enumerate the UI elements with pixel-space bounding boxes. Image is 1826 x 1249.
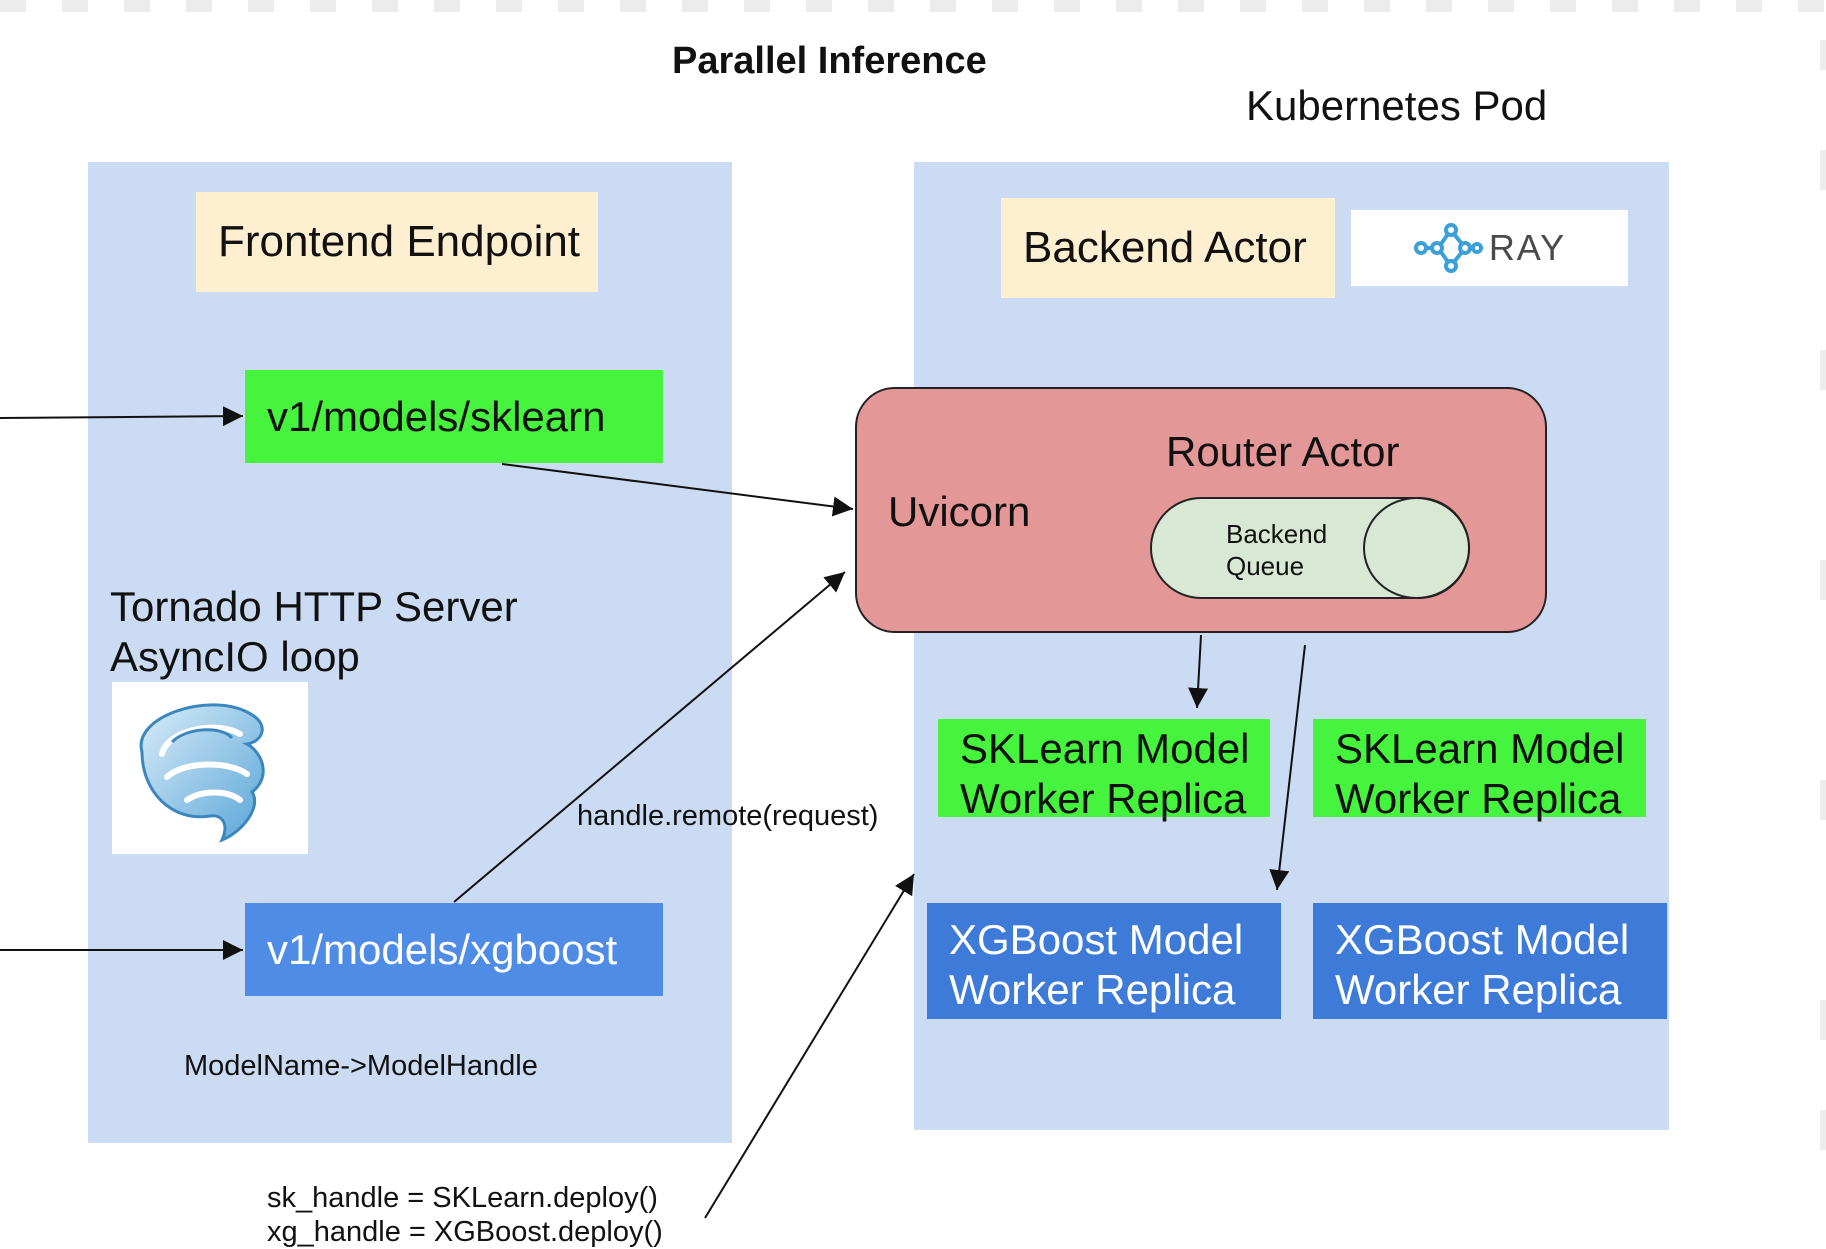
arrow-router-to-sklearn-worker — [1188, 634, 1209, 709]
sk2-line-1: SKLearn Model — [1335, 725, 1625, 772]
frontend-endpoint-header: Frontend Endpoint — [196, 192, 598, 292]
route-sklearn-label: v1/models/sklearn — [267, 392, 606, 440]
xg2-line-2: Worker Replica — [1335, 966, 1622, 1013]
sklearn-worker-2: SKLearn Model Worker Replica — [1313, 719, 1646, 822]
router-actor-title: Router Actor — [1166, 428, 1400, 475]
queue-line-2: Queue — [1226, 551, 1305, 581]
top-dashed-border — [0, 0, 1826, 12]
arrow-router-to-xgboost-worker — [1269, 644, 1306, 891]
route-xgboost: v1/models/xgboost — [245, 903, 663, 996]
kubernetes-pod-label: Kubernetes Pod — [1246, 82, 1548, 129]
arrow-deploy-to-pod — [704, 873, 915, 1219]
arrow-sklearn-to-uvicorn — [501, 463, 854, 517]
ray-icon — [1413, 223, 1483, 273]
deploy-sklearn-code: sk_handle = SKLearn.deploy() — [267, 1182, 658, 1214]
right-edge-mark — [1820, 780, 1826, 820]
uvicorn-label: Uvicorn — [888, 488, 1031, 535]
right-edge-mark — [1820, 40, 1826, 70]
ray-logo-text: RAY — [1488, 227, 1567, 268]
right-edge-mark — [1820, 560, 1826, 600]
tornado-logo — [112, 682, 308, 854]
route-sklearn: v1/models/sklearn — [245, 370, 663, 463]
xg2-line-1: XGBoost Model — [1335, 916, 1630, 963]
right-edge-mark — [1820, 1000, 1826, 1040]
model-mapping-label: ModelName->ModelHandle — [184, 1050, 538, 1082]
tornado-server-label: Tornado HTTP Server AsyncIO loop — [110, 582, 518, 682]
route-xgboost-label: v1/models/xgboost — [267, 925, 618, 973]
tornado-line-1: Tornado HTTP Server — [110, 583, 518, 630]
diagram-title: Parallel Inference — [672, 40, 987, 82]
arrow-xgboost-to-router — [453, 571, 846, 903]
tornado-line-2: AsyncIO loop — [110, 633, 360, 680]
backend-actor-label: Backend Actor — [1023, 223, 1307, 272]
sklearn-worker-1: SKLearn Model Worker Replica — [938, 719, 1270, 822]
right-edge-mark — [1820, 350, 1826, 390]
xg1-line-2: Worker Replica — [949, 966, 1236, 1013]
right-edge-mark — [1820, 1110, 1826, 1150]
ray-logo-box: RAY — [1351, 210, 1628, 286]
backend-queue-label: Backend Queue — [1226, 518, 1327, 582]
sk1-line-1: SKLearn Model — [960, 725, 1250, 772]
incoming-arrow-sklearn — [0, 406, 244, 427]
frontend-endpoint-label: Frontend Endpoint — [218, 217, 581, 266]
backend-actor-header: Backend Actor — [1001, 198, 1335, 298]
sk1-line-2: Worker Replica — [960, 775, 1247, 822]
backend-queue-end — [1363, 497, 1470, 599]
remote-call-label: handle.remote(request) — [577, 800, 879, 832]
sk2-line-2: Worker Replica — [1335, 775, 1622, 822]
queue-line-1: Backend — [1226, 519, 1328, 549]
xg1-line-1: XGBoost Model — [949, 916, 1244, 963]
tornado-icon — [139, 703, 265, 843]
xgboost-worker-2: XGBoost Model Worker Replica — [1313, 903, 1667, 1019]
xgboost-worker-1: XGBoost Model Worker Replica — [927, 903, 1281, 1019]
right-edge-mark — [1820, 150, 1826, 190]
